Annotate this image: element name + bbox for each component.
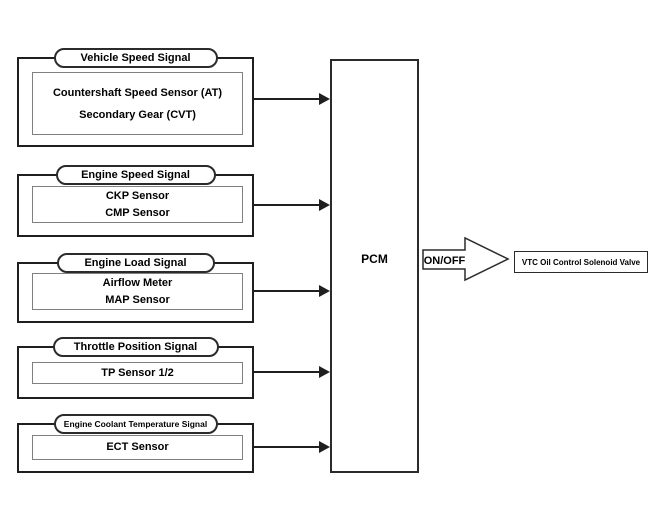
sensor-box-engine-speed: CKP Sensor CMP Sensor [32,186,243,223]
input-block-engine-speed: Engine Speed Signal CKP Sensor CMP Senso… [17,165,254,237]
vtc-solenoid-valve-label: VTC Oil Control Solenoid Valve [521,257,641,267]
arrow-right-icon [319,366,330,378]
arrow-line [254,204,319,206]
block-arrow-outline [422,236,510,282]
pcm-label: PCM [361,252,388,266]
signal-pill-coolant-temperature: Engine Coolant Temperature Signal [53,414,218,434]
sensor-box-vehicle-speed: Countershaft Speed Sensor (AT) Secondary… [32,72,243,135]
sensor-label: MAP Sensor [105,293,170,306]
signal-pill-label: Engine Coolant Temperature Signal [63,419,208,429]
arrow-line [254,446,319,448]
signal-pill-label: Throttle Position Signal [73,341,198,353]
arrow-line [254,371,319,373]
arrow-right-icon [319,285,330,297]
signal-pill-throttle-position: Throttle Position Signal [52,337,219,357]
input-block-throttle-position: Throttle Position Signal TP Sensor 1/2 [17,337,254,399]
sensor-box-throttle-position: TP Sensor 1/2 [32,362,243,384]
signal-pill-vehicle-speed: Vehicle Speed Signal [53,48,218,68]
sensor-label: Countershaft Speed Sensor (AT) [52,86,223,99]
arrow-right-icon [319,199,330,211]
signal-pill-engine-speed: Engine Speed Signal [55,165,216,185]
input-block-coolant-temperature: Engine Coolant Temperature Signal ECT Se… [17,414,254,473]
pcm-block: PCM [330,59,419,473]
input-block-vehicle-speed: Vehicle Speed Signal Countershaft Speed … [17,48,254,147]
sensor-label: Secondary Gear (CVT) [79,108,196,121]
signal-pill-label: Vehicle Speed Signal [80,52,191,64]
signal-pill-label: Engine Load Signal [84,257,187,269]
input-block-engine-load: Engine Load Signal Airflow Meter MAP Sen… [17,253,254,323]
on-off-label: ON/OFF [424,255,466,267]
sensor-label: CMP Sensor [105,206,170,219]
arrow-right-icon [319,93,330,105]
vtc-solenoid-valve-block: VTC Oil Control Solenoid Valve [514,251,648,273]
sensor-label: CKP Sensor [105,189,170,202]
sensor-box-engine-load: Airflow Meter MAP Sensor [32,273,243,310]
on-off-block-arrow-icon: ON/OFF [422,236,510,282]
sensor-box-coolant-temperature: ECT Sensor [32,435,243,460]
sensor-label: ECT Sensor [106,441,169,453]
arrow-line [254,290,319,292]
arrow-line [254,98,319,100]
signal-pill-label: Engine Speed Signal [81,169,190,181]
arrow-right-icon [319,441,330,453]
signal-pill-engine-load: Engine Load Signal [56,253,215,273]
sensor-label: Airflow Meter [102,276,173,289]
sensor-label: TP Sensor 1/2 [101,366,174,379]
